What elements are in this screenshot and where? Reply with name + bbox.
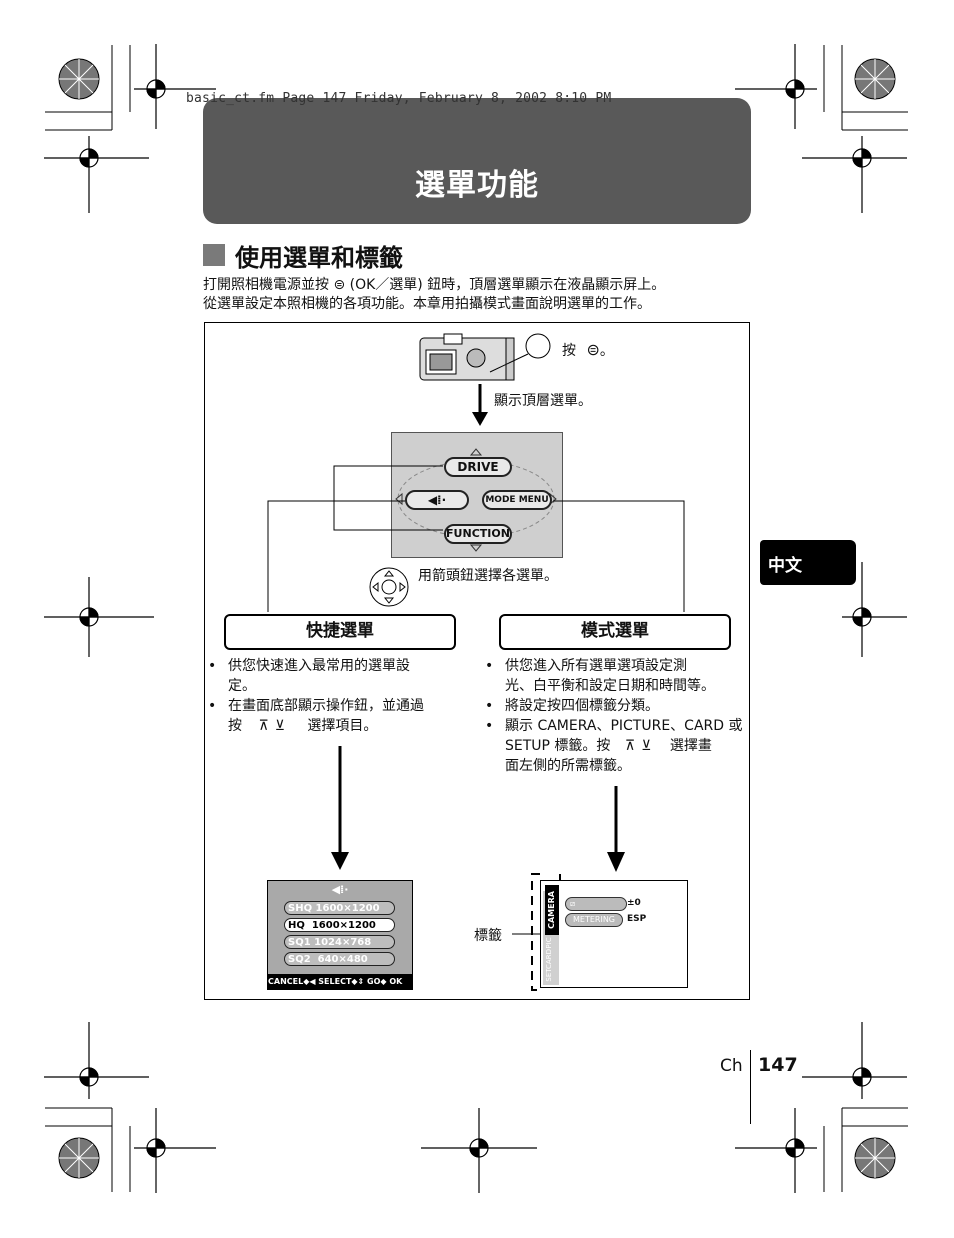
quality-icon: ◀⁞· — [331, 883, 349, 896]
intro-line-1: 打開照相機電源並按 ⊜ (OK／選單) 鈕時，頂層選單顯示在液晶顯示屏上。 — [203, 277, 666, 293]
mode-b3-line2: SETUP 標籤。按 ⊼ ⊻ 選擇畫 — [505, 736, 745, 756]
shortcut-bullet-2: 在畫面底部顯示操作鈕，並通過 按 ⊼ ⊻ 選擇項目。 — [206, 696, 456, 736]
setup-tab-text: SETUP 標籤。按 — [505, 738, 611, 754]
mode-b3-line1: 顯示 CAMERA、PICTURE、CARD 或 — [505, 718, 743, 734]
press-word: 按 — [228, 718, 242, 734]
mode-lcd-screen: CAMERA PIC CARD SET ⧄ ±0 METERING ESP — [540, 880, 688, 988]
intro-text: 打開照相機電源並按 ⊜ (OK／選單) 鈕時，頂層選單顯示在液晶顯示屏上。 從選… — [203, 276, 763, 314]
tab-setup[interactable]: SET — [545, 968, 553, 982]
quality-row-selected[interactable]: HQ 1600×1200 — [284, 918, 395, 932]
shortcut-menu-box: 快捷選單 — [224, 614, 456, 650]
mode-bullet-2: 將設定按四個標籤分類。 — [483, 696, 745, 716]
exposure-value: ±0 — [627, 898, 641, 908]
exposure-row[interactable]: ⧄ — [565, 897, 627, 911]
intro-line-2: 從選單設定本照相機的各項功能。本章用拍攝模式畫面說明選單的工作。 — [203, 296, 651, 312]
metering-value: ESP — [627, 914, 647, 924]
chapter-title: 選單功能 — [415, 168, 539, 203]
press-ok-label: 按 ⊜。 — [562, 340, 614, 360]
down-arrow-button-icon: ⊻ — [274, 718, 285, 734]
mode-bullets: 供您進入所有選單選項設定測 光、白平衡和設定日期和時間等。 將設定按四個標籤分類… — [483, 656, 745, 776]
menu-shortcut-quality[interactable]: ◀⁞· — [405, 490, 469, 510]
menu-drive[interactable]: DRIVE — [444, 457, 512, 477]
down-arrow-icon — [331, 746, 349, 870]
tab-pointer-line — [512, 933, 540, 935]
file-header-line: basic_ct.fm Page 147 Friday, February 8,… — [186, 91, 612, 106]
period-dot: 。 — [599, 343, 614, 359]
shortcut-lcd-screen: ◀⁞· SHQ 1600×1200 HQ 1600×1200 SQ1 1024×… — [267, 880, 413, 990]
down-arrow-icon — [607, 786, 625, 872]
page-number: 147 — [758, 1054, 798, 1076]
shortcut-bullet-1: 供您快速進入最常用的選單設 定。 — [206, 656, 456, 696]
down-arrow-icon — [472, 384, 488, 426]
lcd-footer: CANCEL◆◀ SELECT◆⇕ GO◆ OK — [268, 974, 412, 989]
select-screen-text: 選擇畫 — [669, 738, 712, 754]
shortcut-b1-line1: 供您快速進入最常用的選單設 — [228, 658, 410, 674]
chapter-label: Ch — [720, 1056, 743, 1076]
top-menu-screen: DRIVE MODE MENU FUNCTION ◀⁞· — [391, 432, 563, 558]
shortcut-b1-line2: 定。 — [228, 678, 256, 694]
exposure-comp-icon: ⧄ — [570, 899, 576, 908]
mode-b1-line1: 供您進入所有選單選項設定測 — [505, 658, 687, 674]
chapter-header-band — [203, 98, 751, 224]
camera-icon — [419, 333, 551, 381]
arrow-pad-label: 用箭頭鈕選擇各選單。 — [418, 568, 558, 584]
footer-divider — [750, 1050, 751, 1124]
step1-label: 顯示頂層選單。 — [494, 393, 592, 409]
press-label: 按 — [562, 343, 576, 359]
section-title: 使用選單和標籤 — [235, 244, 403, 272]
mode-b3-line3: 面左側的所需標籤。 — [505, 758, 631, 774]
up-arrow-button-icon: ⊼ — [624, 738, 636, 754]
mode-bullet-3: 顯示 CAMERA、PICTURE、CARD 或 SETUP 標籤。按 ⊼ ⊻ 選… — [483, 716, 745, 776]
tab-label: 標籤 — [474, 928, 502, 944]
quality-row[interactable]: SQ2 640×480 — [284, 952, 395, 966]
arrow-pad-icon — [369, 567, 409, 607]
shortcut-bullets: 供您快速進入最常用的選單設 定。 在畫面底部顯示操作鈕，並通過 按 ⊼ ⊻ 選擇項… — [206, 656, 456, 736]
metering-row[interactable]: METERING — [565, 913, 623, 927]
shortcut-b2-line1: 在畫面底部顯示操作鈕，並通過 — [228, 698, 424, 714]
shortcut-b2-line2: 按 ⊼ ⊻ 選擇項目。 — [228, 716, 456, 736]
section-marker — [203, 244, 225, 266]
mode-b1-line2: 光、白平衡和設定日期和時間等。 — [505, 678, 715, 694]
mode-b2-line: 將設定按四個標籤分類。 — [505, 698, 659, 714]
diagram-frame — [204, 322, 750, 1000]
language-tab: 中文 — [760, 540, 856, 585]
menu-function[interactable]: FUNCTION — [444, 524, 512, 544]
mode-menu-box: 模式選單 — [499, 614, 731, 650]
up-arrow-button-icon: ⊼ — [258, 718, 269, 734]
select-item-text: 選擇項目。 — [307, 718, 378, 734]
down-arrow-button-icon: ⊻ — [641, 738, 652, 754]
quality-row[interactable]: SHQ 1600×1200 — [284, 901, 395, 915]
quality-row[interactable]: SQ1 1024×768 — [284, 935, 395, 949]
menu-mode-menu[interactable]: MODE MENU — [482, 490, 552, 510]
language-tab-label: 中文 — [768, 556, 802, 576]
ok-menu-button-icon: ⊜ — [586, 340, 600, 359]
mode-bullet-1: 供您進入所有選單選項設定測 光、白平衡和設定日期和時間等。 — [483, 656, 745, 696]
